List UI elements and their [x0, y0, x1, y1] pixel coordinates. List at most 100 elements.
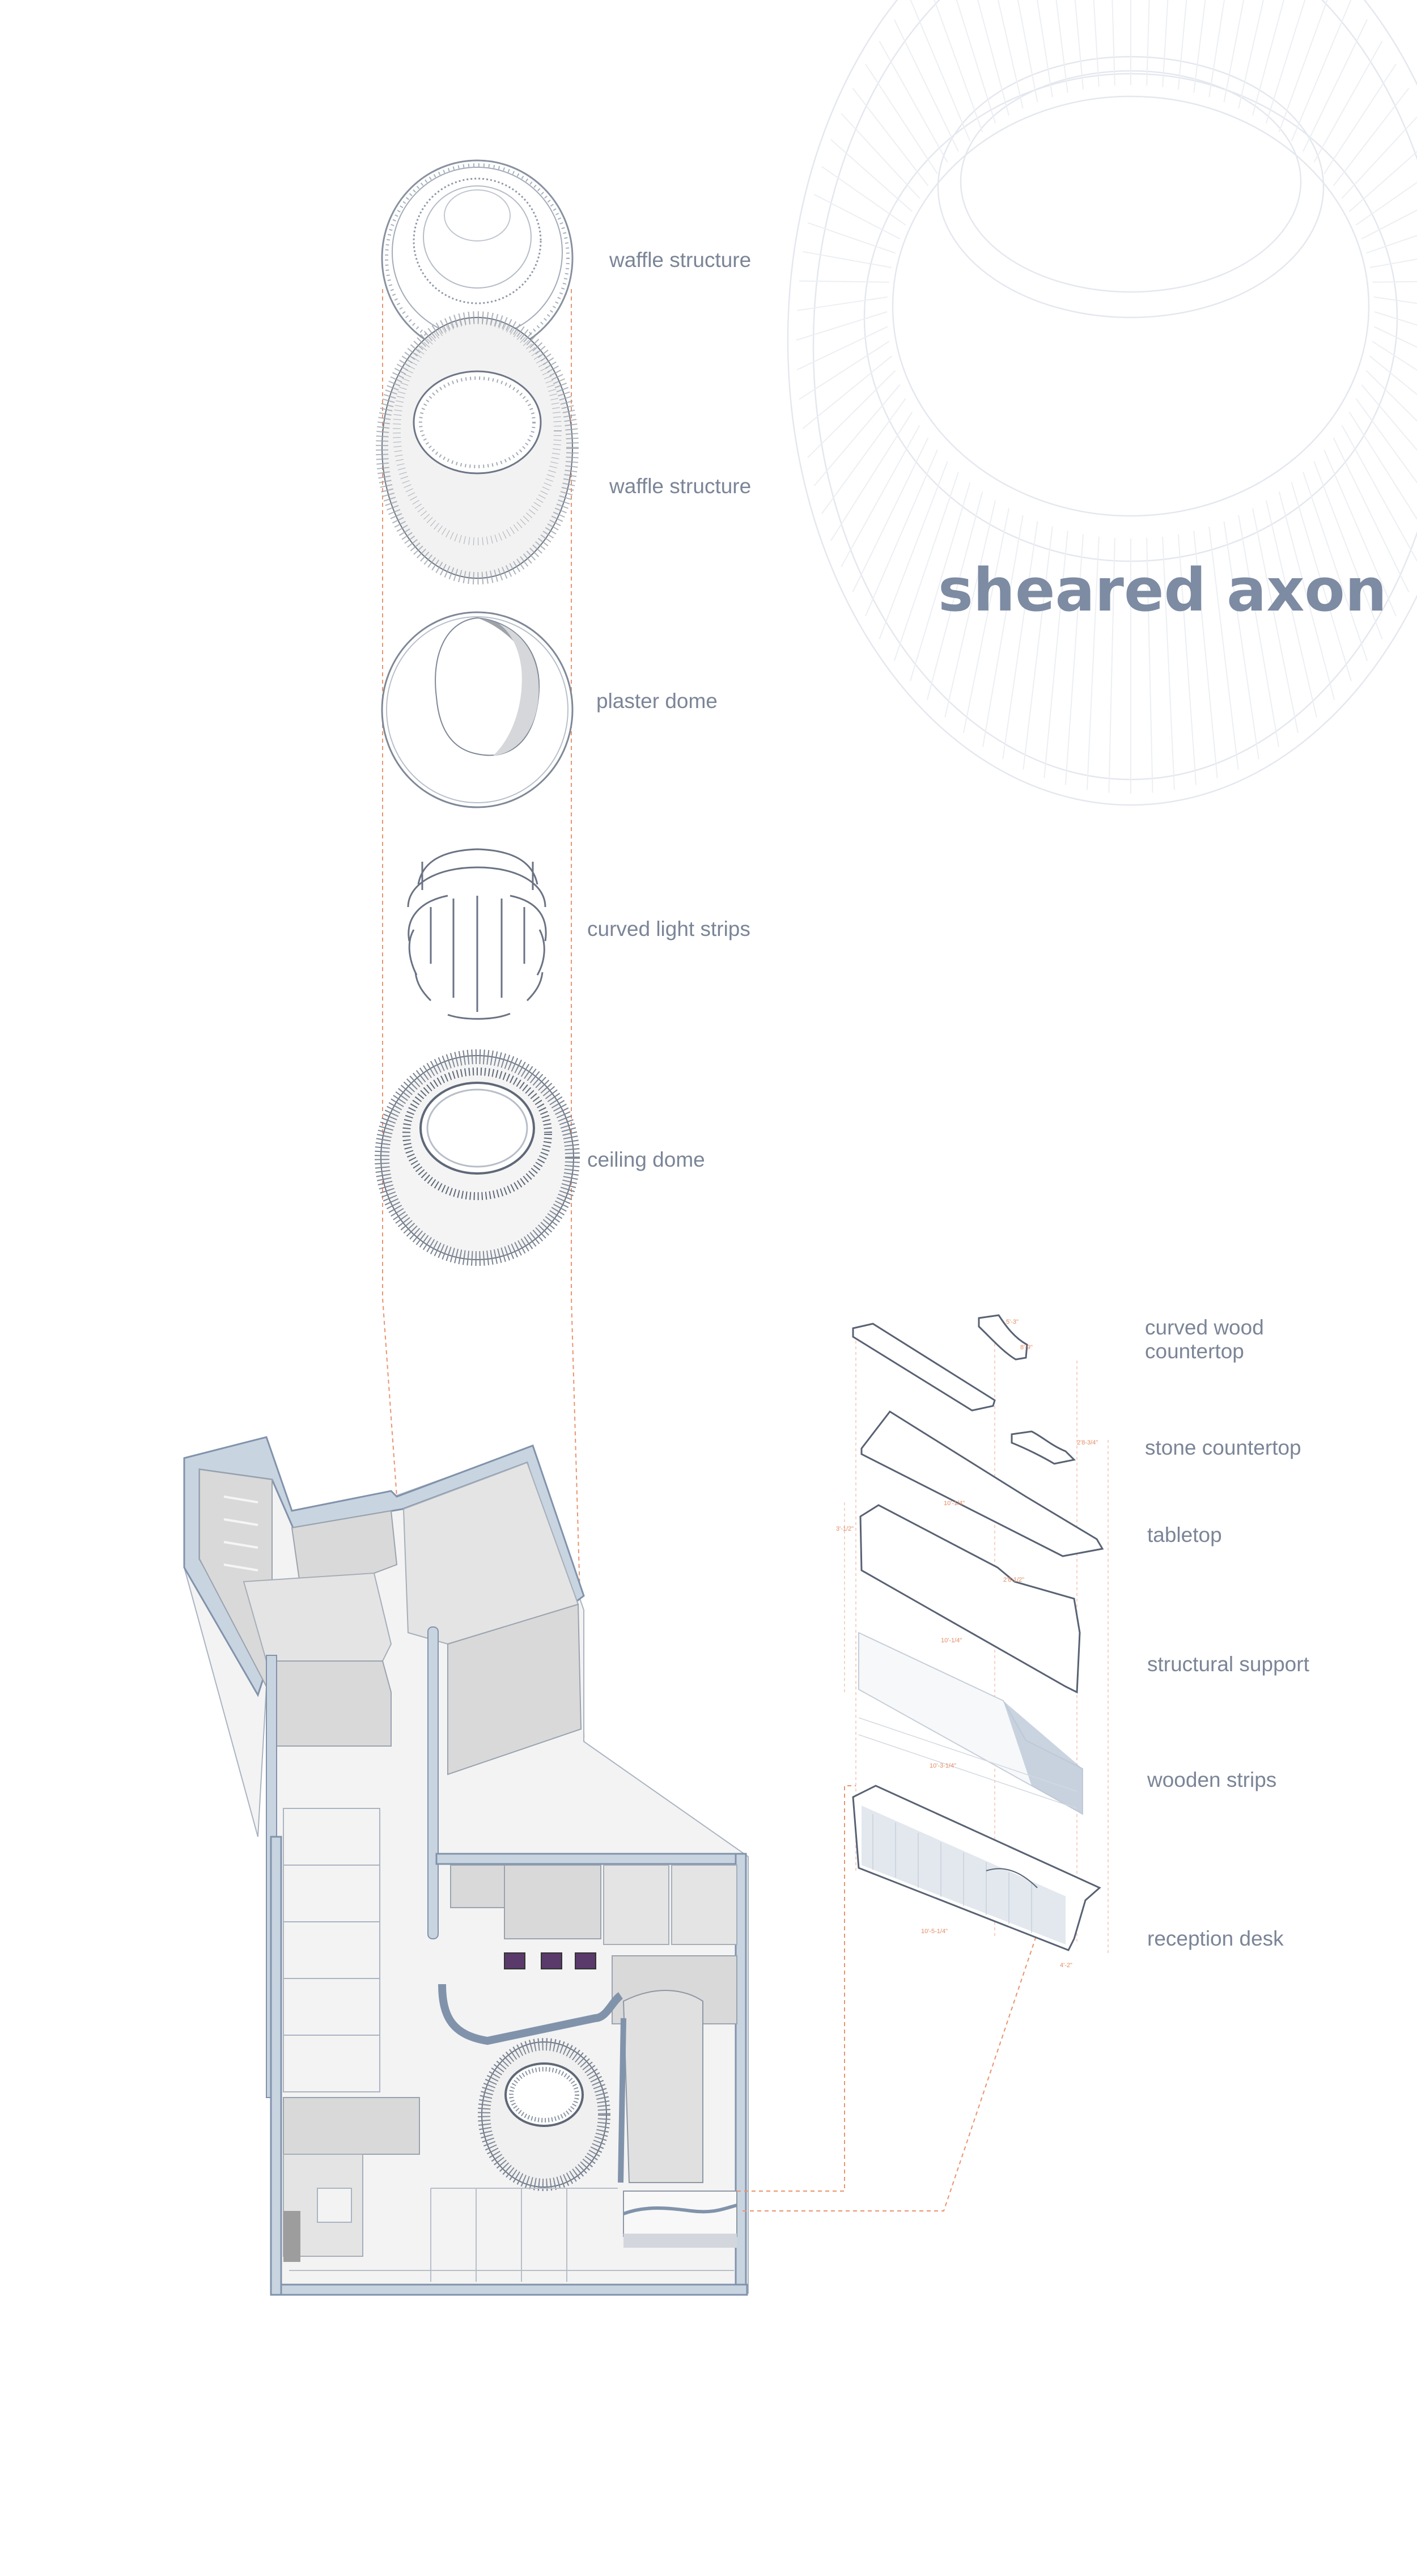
dome-layer-labels: waffle structure waffle structure plaste… [587, 248, 751, 1171]
svg-text:10'-1/4": 10'-1/4" [941, 1637, 962, 1644]
background-dome-rib [1333, 87, 1410, 187]
background-dome-rib [1373, 296, 1417, 304]
background-dome-rib [1017, 0, 1038, 103]
svg-text:8'-9": 8'-9" [1020, 1344, 1033, 1351]
background-dome-rib [1348, 151, 1417, 212]
layer-label-ceiling-dome: ceiling dome [587, 1148, 705, 1171]
background-dome-rib [1265, 0, 1306, 124]
background-dome-rib [1372, 341, 1417, 371]
background-dome-rib [926, 492, 983, 700]
background-dome-rib [1374, 311, 1417, 326]
plan-ceiling-dome [478, 2038, 610, 2191]
background-dome-rib [934, 0, 983, 133]
svg-text:2'8-1/2": 2'8-1/2" [1003, 1577, 1024, 1583]
background-dome-rib [1193, 531, 1218, 778]
background-dome-rib [893, 472, 959, 662]
layer-label-curved-wood-line2: countertop [1145, 1340, 1244, 1363]
background-dome-rib [796, 311, 888, 341]
plan-reception-desk [622, 2191, 737, 2248]
background-dome-rib [1369, 355, 1417, 396]
background-dome-rib [807, 222, 896, 254]
background-dome-rib [821, 166, 906, 226]
background-dome-rib [1036, 0, 1053, 98]
layer-label-curved-wood-line1: curved wood [1145, 1316, 1264, 1339]
background-dome-rib [910, 0, 971, 142]
background-dome-rib [1055, 0, 1068, 93]
background-dome-rib [1278, 492, 1335, 700]
plaster-dome-icon [381, 611, 574, 808]
background-dome-rib [1369, 259, 1417, 268]
layer-label-wooden-strips: wooden strips [1147, 1768, 1276, 1791]
background-dome-rib [1223, 521, 1259, 760]
svg-text:5'-3": 5'-3" [1006, 1319, 1019, 1325]
desk-guide-lines [737, 1785, 1043, 2211]
background-dome-rib [1193, 0, 1206, 93]
sheet-title: sheared axon [938, 556, 1387, 625]
monitors [504, 1952, 596, 1969]
background-dome-rib [1313, 461, 1383, 639]
background-dome-rib [1177, 0, 1187, 90]
background-dome-rib [852, 87, 929, 187]
background-dome-rib [1323, 450, 1397, 617]
background-dome-rib [1355, 398, 1417, 484]
stone-countertop-part [860, 1410, 1104, 1557]
svg-text:10'-1/4": 10'-1/4" [944, 1500, 965, 1507]
background-dome-drawing [787, 0, 1417, 806]
svg-text:4'-2": 4'-2" [1060, 1962, 1072, 1969]
layer-label-reception-desk: reception desk [1147, 1927, 1284, 1950]
background-dome-rib [1366, 235, 1417, 254]
background-dome-rib [963, 508, 1009, 734]
background-dome-rib [944, 500, 996, 718]
background-dome-rib [807, 370, 896, 458]
background-dome-rib [1146, 0, 1150, 86]
floor-plan-axon [183, 1436, 749, 2296]
background-dome-rib [910, 482, 971, 681]
background-dome-rib [1303, 19, 1368, 152]
background-dome-rib [799, 280, 889, 283]
background-dome-rib [1223, 0, 1245, 103]
background-dome-rib [1177, 534, 1197, 785]
background-dome-rib [1361, 209, 1417, 240]
svg-text:10'-5-1/4": 10'-5-1/4" [921, 1928, 948, 1935]
background-dome-rib [1002, 521, 1038, 760]
tabletop-part [859, 1504, 1081, 1694]
background-dome-rib [1093, 0, 1100, 87]
corridor-bays [283, 1808, 380, 2092]
background-dome-rib [893, 19, 959, 152]
background-dome-rib [1208, 526, 1239, 770]
layer-label-waffle-structure: waffle structure [609, 474, 751, 498]
background-dome-rib [865, 450, 938, 617]
background-dome-rib [797, 296, 888, 311]
background-dome-rib [1373, 326, 1417, 348]
background-dome-rib [1303, 472, 1368, 662]
background-dome-rib [799, 341, 890, 400]
curved-wood-countertop-piece [978, 1314, 1028, 1361]
background-dome-rib [1265, 500, 1317, 718]
layer-label-waffle-structure-top: waffle structure [609, 248, 751, 272]
background-dome-rib [852, 437, 929, 592]
stair-treads [223, 1495, 258, 1571]
wooden-strips-part [858, 1717, 1077, 1809]
background-dome-rib [1252, 508, 1299, 734]
background-dome-rib [1238, 0, 1265, 109]
exploded-reception-desk: 5'-3"8'-9" 2'8-3/4"10'-1/4" 3'-1/2"2'8-1… [836, 1314, 1109, 1969]
background-dome-rib [982, 515, 1024, 747]
layer-label-curved-light-strips: curved light strips [587, 917, 750, 940]
desk-layer-labels: curved wood countertop stone countertop … [1145, 1316, 1310, 1950]
background-dome-rib [1111, 0, 1115, 86]
layer-label-plaster-dome: plaster dome [596, 689, 718, 713]
background-dome-rib [813, 193, 901, 240]
background-dome-rib [1348, 412, 1417, 520]
storefront-lines [289, 2188, 734, 2282]
background-dome-rib [1341, 425, 1417, 562]
layer-label-structural-support: structural support [1147, 1653, 1310, 1676]
background-dome-rib [879, 41, 948, 163]
light-strips-icon [407, 848, 547, 1020]
background-dome-rib [1108, 538, 1115, 793]
background-dome-rib [1162, 0, 1169, 87]
layer-label-stone-countertop: stone countertop [1145, 1436, 1301, 1459]
background-dome-rib [803, 251, 892, 268]
background-dome-rib [1372, 281, 1417, 283]
ceiling-dome-icon [375, 1049, 580, 1266]
svg-text:3'-1/2": 3'-1/2" [836, 1526, 854, 1532]
